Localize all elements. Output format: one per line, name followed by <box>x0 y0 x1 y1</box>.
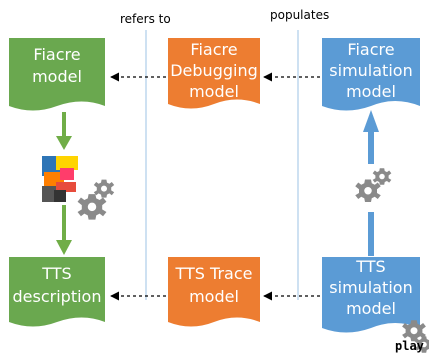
gear-icon <box>355 168 392 202</box>
blue-up-arrow <box>363 110 379 256</box>
tts-simulation-line2: simulation <box>329 278 412 297</box>
fiacre-debugging-model-box: Fiacre Debugging model <box>168 38 260 109</box>
fiacre-debugging-line3: model <box>189 82 239 101</box>
populates-label: populates <box>270 8 329 22</box>
tts-trace-line2: model <box>189 287 239 306</box>
tts-simulation-line1: TTS <box>355 257 385 276</box>
play-button[interactable]: play <box>395 339 424 353</box>
tts-description-line1: TTS <box>41 264 71 283</box>
refers-to-label: refers to <box>120 12 171 26</box>
tts-description-box: TTS description <box>9 257 105 327</box>
fiacre-model-line1: Fiacre <box>33 45 80 64</box>
tts-trace-model-box: TTS Trace model <box>168 257 260 327</box>
tts-simulation-model-box: TTS simulation model <box>322 257 420 333</box>
fiacre-logo-icon <box>42 156 78 202</box>
fiacre-simulation-line2: simulation <box>329 61 412 80</box>
fiacre-simulation-model-box: Fiacre simulation model <box>322 38 420 111</box>
fiacre-model-line2: model <box>32 67 82 86</box>
fiacre-simulation-line1: Fiacre <box>347 40 394 59</box>
tts-simulation-line3: model <box>346 299 396 318</box>
gear-icon <box>77 179 115 220</box>
fiacre-debugging-line1: Fiacre <box>190 40 237 59</box>
green-down-arrow <box>56 112 72 255</box>
fiacre-model-box: Fiacre model <box>9 38 105 111</box>
tts-description-line2: description <box>13 287 102 306</box>
tts-trace-line1: TTS Trace <box>175 264 253 283</box>
fiacre-simulation-line3: model <box>346 82 396 101</box>
fiacre-debugging-line2: Debugging <box>170 61 258 80</box>
